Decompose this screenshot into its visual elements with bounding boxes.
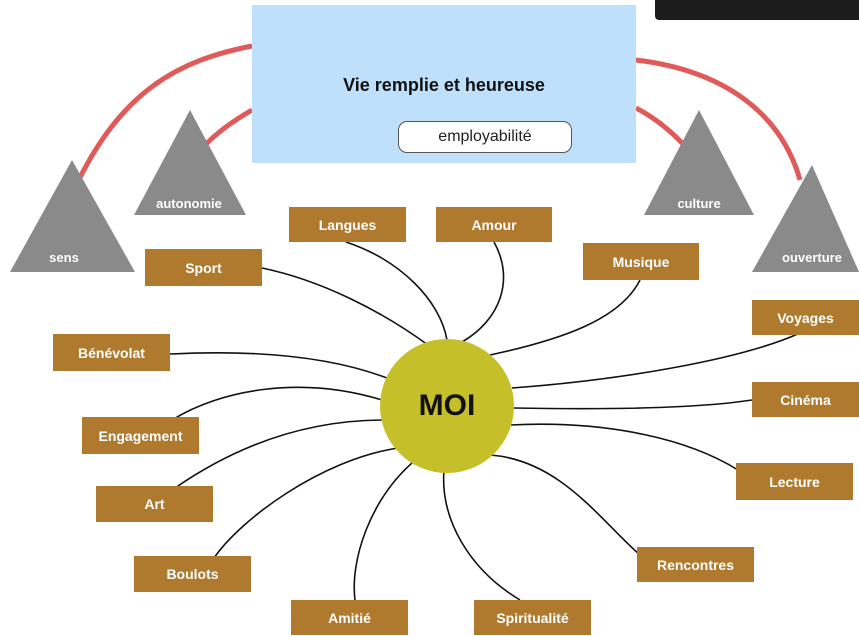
mountain-ouverture: [752, 165, 859, 272]
connector-amitie: [353, 461, 414, 601]
node-engagement: Engagement: [82, 417, 199, 454]
mountain-label-autonomie: autonomie: [156, 196, 222, 211]
node-benevolat: Bénévolat: [53, 334, 170, 371]
node-boulots: Boulots: [134, 556, 251, 592]
goal-box: Vie remplie et heureuse employabilité: [252, 5, 636, 163]
connectors: [169, 241, 801, 601]
node-amour: Amour: [436, 207, 552, 242]
node-rencontres: Rencontres: [637, 547, 754, 582]
mountain-culture: [644, 110, 754, 215]
center-node: MOI: [380, 339, 514, 473]
node-cinema: Cinéma: [752, 382, 859, 417]
node-lecture: Lecture: [736, 463, 853, 500]
connector-boulots: [213, 447, 399, 559]
mountain-autonomie: [134, 110, 246, 215]
employability-pill: employabilité: [398, 121, 572, 153]
arc-autonomie: [203, 107, 254, 147]
connector-lecture: [509, 423, 739, 471]
mountain-sens: [10, 160, 135, 272]
arc-culture: [634, 105, 686, 147]
connector-sport: [261, 267, 429, 346]
corner-photo: [655, 0, 859, 20]
connector-art: [174, 419, 385, 489]
connector-benevolat: [169, 351, 393, 381]
node-art: Art: [96, 486, 213, 522]
node-musique: Musique: [583, 243, 699, 280]
node-sport: Sport: [145, 249, 262, 286]
connector-musique: [489, 279, 641, 356]
connector-voyages: [511, 332, 801, 389]
node-langues: Langues: [289, 207, 406, 242]
connector-rencontres: [489, 454, 641, 556]
node-voyages: Voyages: [752, 300, 859, 335]
connector-langues: [345, 241, 448, 341]
arc-ouverture: [635, 57, 803, 181]
connector-spiritualite: [442, 469, 521, 601]
connector-amour: [461, 241, 505, 343]
mountain-label-ouverture: ouverture: [782, 250, 842, 265]
mountain-label-sens: sens: [49, 250, 79, 265]
node-amitie: Amitié: [291, 600, 408, 635]
node-spiritualite: Spiritualité: [474, 600, 591, 635]
arc-sens: [71, 43, 253, 192]
goal-title: Vie remplie et heureuse: [343, 75, 545, 95]
connector-engagement: [171, 386, 383, 421]
mountain-label-culture: culture: [677, 196, 720, 211]
connector-cinema: [512, 399, 753, 410]
